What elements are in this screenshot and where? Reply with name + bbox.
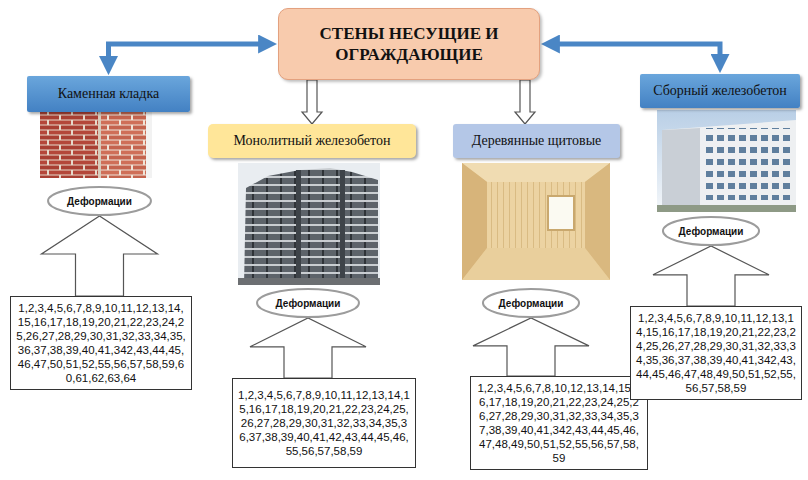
number-list-box: 1,2,3,4,5,6,7,8,9,10,11,12,13,14,15,16,1… [232,378,416,468]
hollow-arrow [653,246,769,306]
node-text: Деревянные щитовые [472,133,602,149]
category-box: Деревянные щитовые [453,124,620,158]
node-text: 1,2,3,4,5,6,7,8,9,10,11,12,13,14,15,16,1… [16,301,186,385]
hollow-arrow [473,318,589,376]
hollow-arrow [250,318,366,378]
deformation-ellipse: Деформации [482,288,580,318]
monolithic-frame-photo-part [340,170,345,285]
number-list-box: 1,2,3,4,5,6,7,8,9,10,11,12,13,14,15,16,1… [10,296,192,390]
wooden-room-photo [462,163,610,280]
node-text: Деформации [67,196,132,207]
brick-wall-photo-part [146,112,152,178]
brick-wall-photo-part [98,112,101,178]
hollow-arrow [42,216,158,296]
monolithic-frame-photo-part [238,278,380,285]
precast-building-photo-part [662,120,796,205]
monolithic-frame-photo-part [296,170,301,285]
wooden-room-photo-part [487,182,585,248]
node-text: Монолитный железобетон [234,133,391,149]
title-box: СТЕНЫ НЕСУЩИЕ И ОГРАЖДАЮЩИЕ [278,8,540,80]
wooden-room-photo-part [462,163,610,280]
monolithic-frame-photo-part [244,168,378,285]
number-list-box: 1,2,3,4,5,6,7,8,9,10,11,12,13,14,15,16,1… [630,306,802,400]
precast-building-photo-part [657,205,796,212]
precast-building-photo [657,110,796,212]
monolithic-frame-photo-part [238,163,380,285]
wooden-room-photo-part [462,163,610,182]
hollow-arrow [515,80,535,124]
precast-building-photo-part [705,128,793,200]
monolithic-frame-photo [238,163,380,285]
node-text: Деформации [276,298,341,309]
blue-arrow [558,44,720,56]
deformation-ellipse: Деформации [47,186,152,216]
wooden-room-photo-part [462,248,610,280]
node-text: Деформации [679,226,744,237]
category-box: Каменная кладка [27,76,190,112]
precast-building-photo-part [657,110,796,212]
node-text: 1,2,3,4,5,6,7,8,9,10,11,12,13,14,15,16,1… [238,388,410,458]
node-text: СТЕНЫ НЕСУЩИЕ И ОГРАЖДАЮЩИЕ [289,23,529,66]
blue-arrow [109,44,261,58]
node-text: Сборный железобетон [653,83,787,99]
node-text: Каменная кладка [58,86,160,102]
deformation-ellipse: Деформации [256,288,360,318]
category-box: Сборный железобетон [640,74,800,108]
brick-wall-photo-part [40,112,152,178]
node-text: 1,2,3,4,5,6,7,8,10,12,13,14,15,16,17,18,… [476,381,642,465]
brick-wall-photo-part [100,112,146,178]
ellipse-shape [257,289,359,317]
deformation-ellipse: Деформации [662,216,760,246]
hollow-arrow [302,80,322,124]
node-text: 1,2,3,4,5,6,7,8,9,10,11,12,13,14,15,16,1… [636,311,796,395]
category-box: Монолитный железобетон [208,124,416,158]
number-list-box: 1,2,3,4,5,6,7,8,10,12,13,14,15,16,17,18,… [470,376,648,470]
ellipse-shape [48,187,151,215]
ellipse-shape [483,289,579,317]
precast-building-photo-part [662,128,700,205]
brick-wall-photo [40,112,152,178]
node-text: Деформации [499,298,564,309]
wooden-room-photo-part [548,196,574,230]
ellipse-shape [663,217,759,245]
